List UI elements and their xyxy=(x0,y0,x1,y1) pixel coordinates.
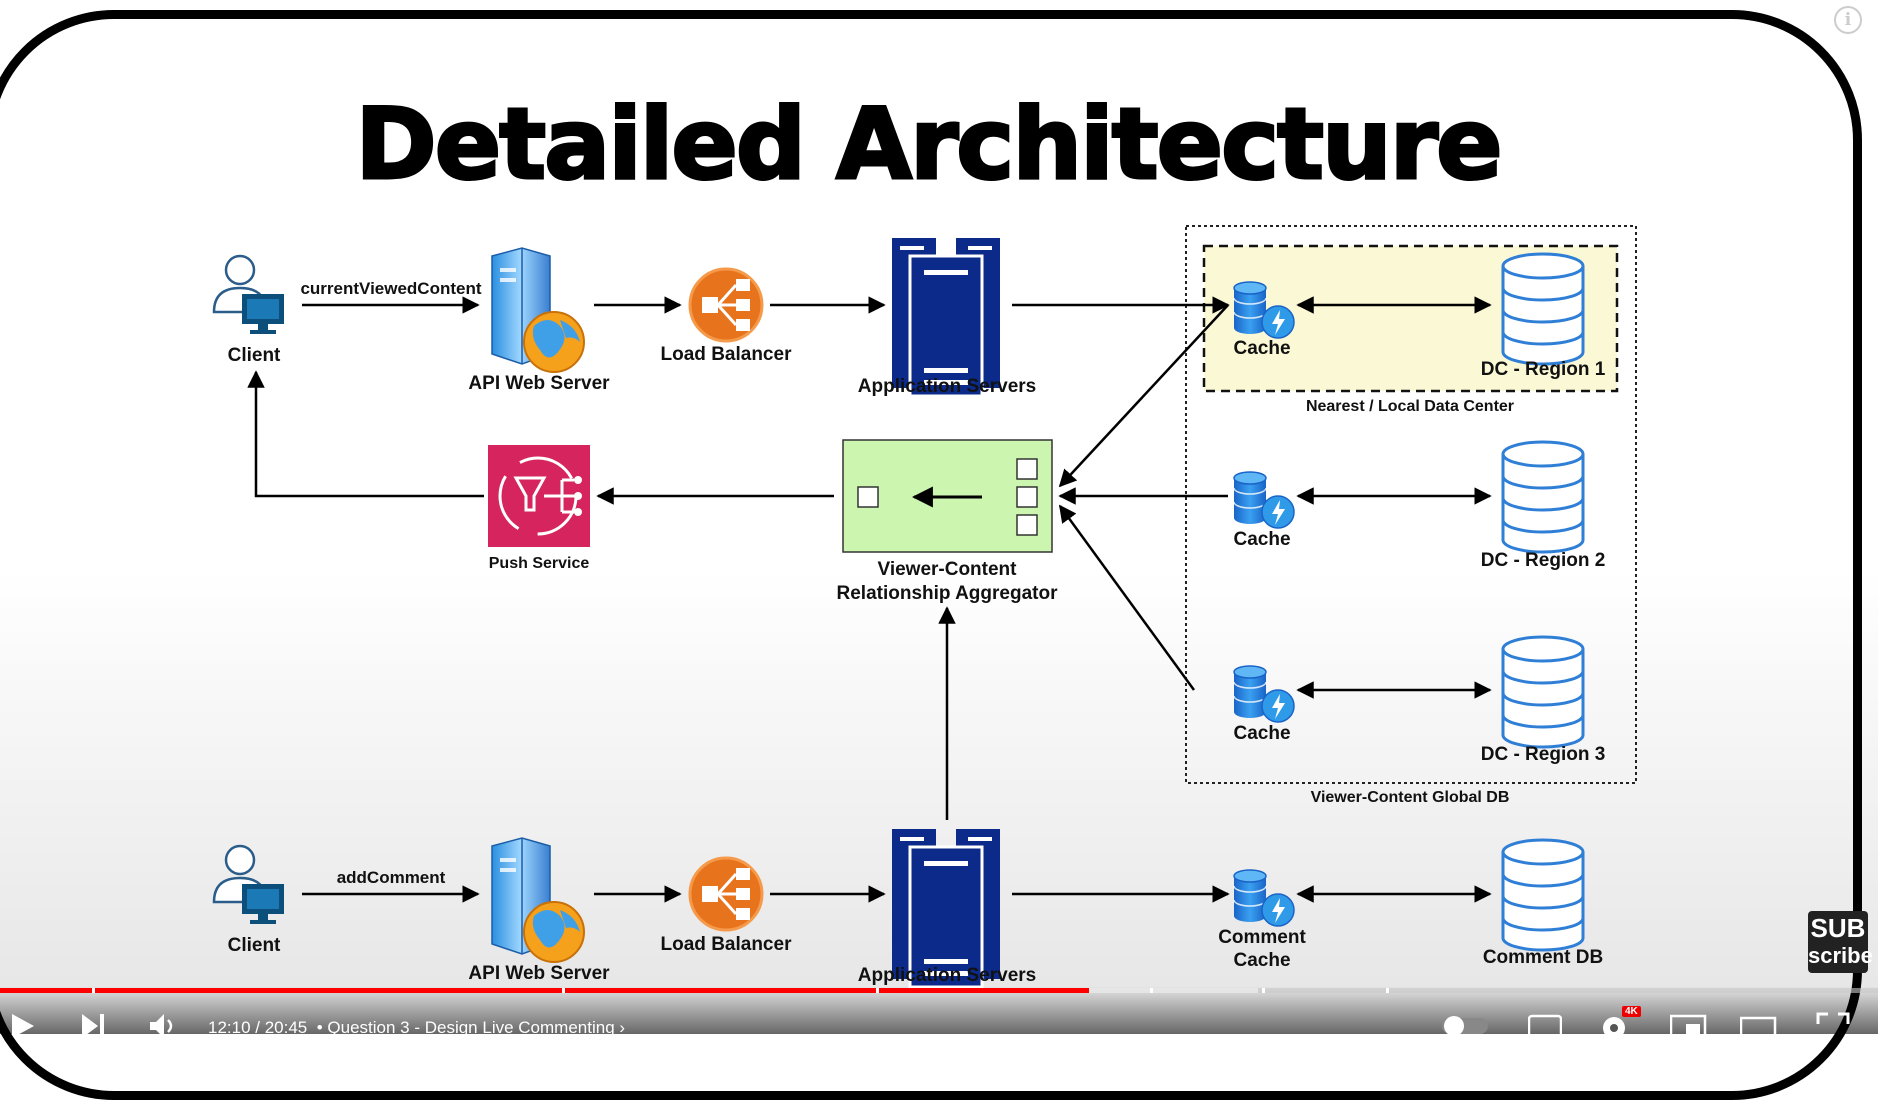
quality-badge: 4K xyxy=(1622,1006,1641,1017)
edge-label-current-viewed-content: currentViewedContent xyxy=(300,279,481,298)
architecture-diagram: Detailed Architecture xyxy=(212,87,1637,989)
client-icon xyxy=(212,844,286,926)
comment-cache-label: Comment xyxy=(1218,927,1306,948)
dc-region-label: DC - Region 1 xyxy=(1481,359,1606,380)
application-servers-icon xyxy=(890,827,1002,989)
client-label: Client xyxy=(228,935,281,956)
cache-icon xyxy=(1233,471,1295,529)
progress-bar[interactable] xyxy=(0,988,1878,993)
settings-gear-icon[interactable] xyxy=(1600,1008,1634,1034)
connection-lines xyxy=(247,296,1492,903)
database-icon xyxy=(1501,635,1585,749)
comment-cache-label: Cache xyxy=(1233,950,1290,971)
database-icon xyxy=(1501,440,1585,554)
play-icon[interactable] xyxy=(10,1014,36,1034)
client-label: Client xyxy=(228,345,281,366)
player-controls-bar xyxy=(0,986,1878,1034)
cache-label: Cache xyxy=(1233,338,1290,359)
chapter-marker xyxy=(1150,988,1153,993)
global-db-label: Viewer-Content Global DB xyxy=(1311,789,1510,806)
aggregator-label: Viewer-Content xyxy=(877,559,1017,580)
push-service-label: Push Service xyxy=(489,555,590,572)
subscribe-label: SUB xyxy=(1810,913,1866,943)
load-balancer-icon xyxy=(688,856,764,932)
miniplayer-icon[interactable] xyxy=(1670,1014,1708,1034)
fullscreen-icon[interactable] xyxy=(1816,1012,1850,1034)
chapter-title[interactable]: • Question 3 - Design Live Commenting xyxy=(316,1018,615,1037)
chapter-marker xyxy=(92,988,95,993)
chapter-marker xyxy=(876,988,879,993)
chapter-marker xyxy=(562,988,565,993)
autoplay-toggle[interactable] xyxy=(1440,1014,1490,1034)
subscribe-button[interactable]: SUB scribe xyxy=(1808,911,1873,973)
chevron-right-icon: › xyxy=(619,1018,626,1037)
time-display: 12:10 / 20:45 xyxy=(208,1018,308,1037)
chapter-marker xyxy=(1386,988,1389,993)
load-balancer-label: Load Balancer xyxy=(661,344,793,365)
info-icon[interactable]: i xyxy=(1834,6,1862,34)
global-db-boundary xyxy=(1185,225,1637,784)
subscribe-label: scribe xyxy=(1808,943,1873,968)
theater-mode-icon[interactable] xyxy=(1740,1014,1778,1034)
chapter-marker xyxy=(1262,988,1265,993)
database-icon xyxy=(1501,252,1585,366)
application-servers-label: Application Servers xyxy=(858,965,1036,986)
page-title: Detailed Architecture xyxy=(355,88,1500,202)
load-balancer-label: Load Balancer xyxy=(661,934,793,955)
api-web-server-icon xyxy=(491,247,585,373)
comment-db-icon xyxy=(1501,838,1585,952)
comment-cache-icon xyxy=(1233,869,1295,927)
aggregator-label: Relationship Aggregator xyxy=(837,583,1059,604)
application-servers-icon xyxy=(890,236,1002,398)
load-balancer-icon xyxy=(688,267,764,343)
client-icon xyxy=(212,254,286,336)
api-web-server-label: API Web Server xyxy=(468,373,610,394)
player-time-row: 12:10 / 20:45 • Question 3 - Design Live… xyxy=(208,1018,625,1038)
local-dc-label: Nearest / Local Data Center xyxy=(1306,398,1514,415)
cache-label: Cache xyxy=(1233,529,1290,550)
comment-db-label: Comment DB xyxy=(1483,947,1603,968)
next-icon[interactable] xyxy=(80,1014,106,1034)
cache-icon xyxy=(1233,665,1295,723)
captions-icon[interactable] xyxy=(1528,1014,1562,1034)
cache-label: Cache xyxy=(1233,723,1290,744)
aggregator-box xyxy=(842,439,1053,553)
push-service-icon xyxy=(488,445,590,547)
progress-played xyxy=(0,988,1090,993)
dc-region-label: DC - Region 3 xyxy=(1481,744,1606,765)
volume-icon[interactable] xyxy=(148,1014,180,1034)
api-web-server-icon xyxy=(491,837,585,963)
api-web-server-label: API Web Server xyxy=(468,963,610,984)
dc-region-label: DC - Region 2 xyxy=(1481,550,1606,571)
application-servers-label: Application Servers xyxy=(858,376,1036,397)
edge-label-add-comment: addComment xyxy=(337,868,446,887)
